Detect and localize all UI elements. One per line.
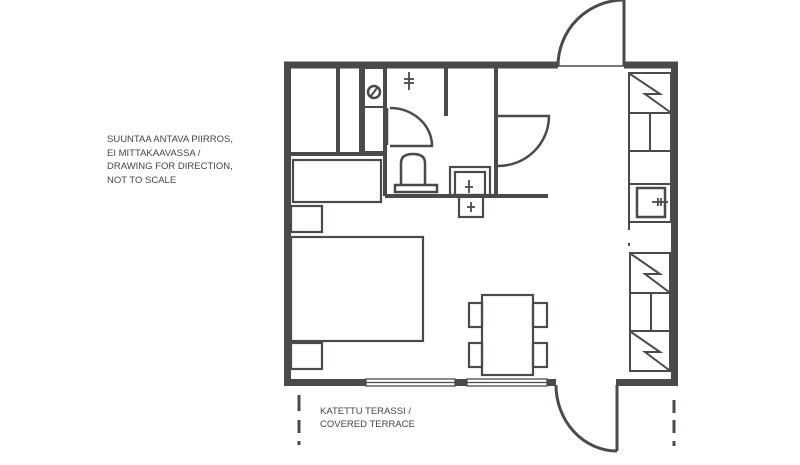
disclaimer-line: DRAWING FOR DIRECTION,: [107, 161, 233, 172]
terrace-label-line: COVERED TERRACE: [320, 419, 415, 430]
sink: [448, 165, 492, 219]
drain-icon: [404, 72, 414, 90]
bathroom-door: [497, 114, 551, 168]
double-bed: [289, 235, 425, 371]
disclaimer-line: NOT TO SCALE: [107, 174, 177, 186]
terrace-boundary: [297, 395, 676, 446]
disclaimer-line: EI MITTAKAAVASSA /: [107, 147, 201, 159]
outer-walls: [284, 61, 678, 386]
windows: [365, 378, 548, 387]
entrance-door: [556, 0, 626, 67]
terrace-label-line: KATETTU TERASSI /: [320, 406, 411, 417]
sauna-door: [385, 106, 434, 148]
terrace-label: KATETTU TERASSI / COVERED TERRACE: [320, 405, 415, 431]
scale-disclaimer: SUUNTAA ANTAVA PIIRROS, EI MITTAKAAVASSA…: [107, 133, 233, 187]
disclaimer-line: SUUNTAA ANTAVA PIIRROS,: [107, 134, 233, 145]
terrace-door: [554, 384, 619, 453]
kitchen-counter: [628, 72, 672, 246]
interior-walls: [289, 67, 548, 198]
dining-table: [467, 293, 549, 377]
fridge-units: [629, 252, 671, 372]
sofa-bench: [289, 158, 383, 234]
sauna-stove: [363, 67, 385, 153]
toilet: [393, 152, 439, 194]
